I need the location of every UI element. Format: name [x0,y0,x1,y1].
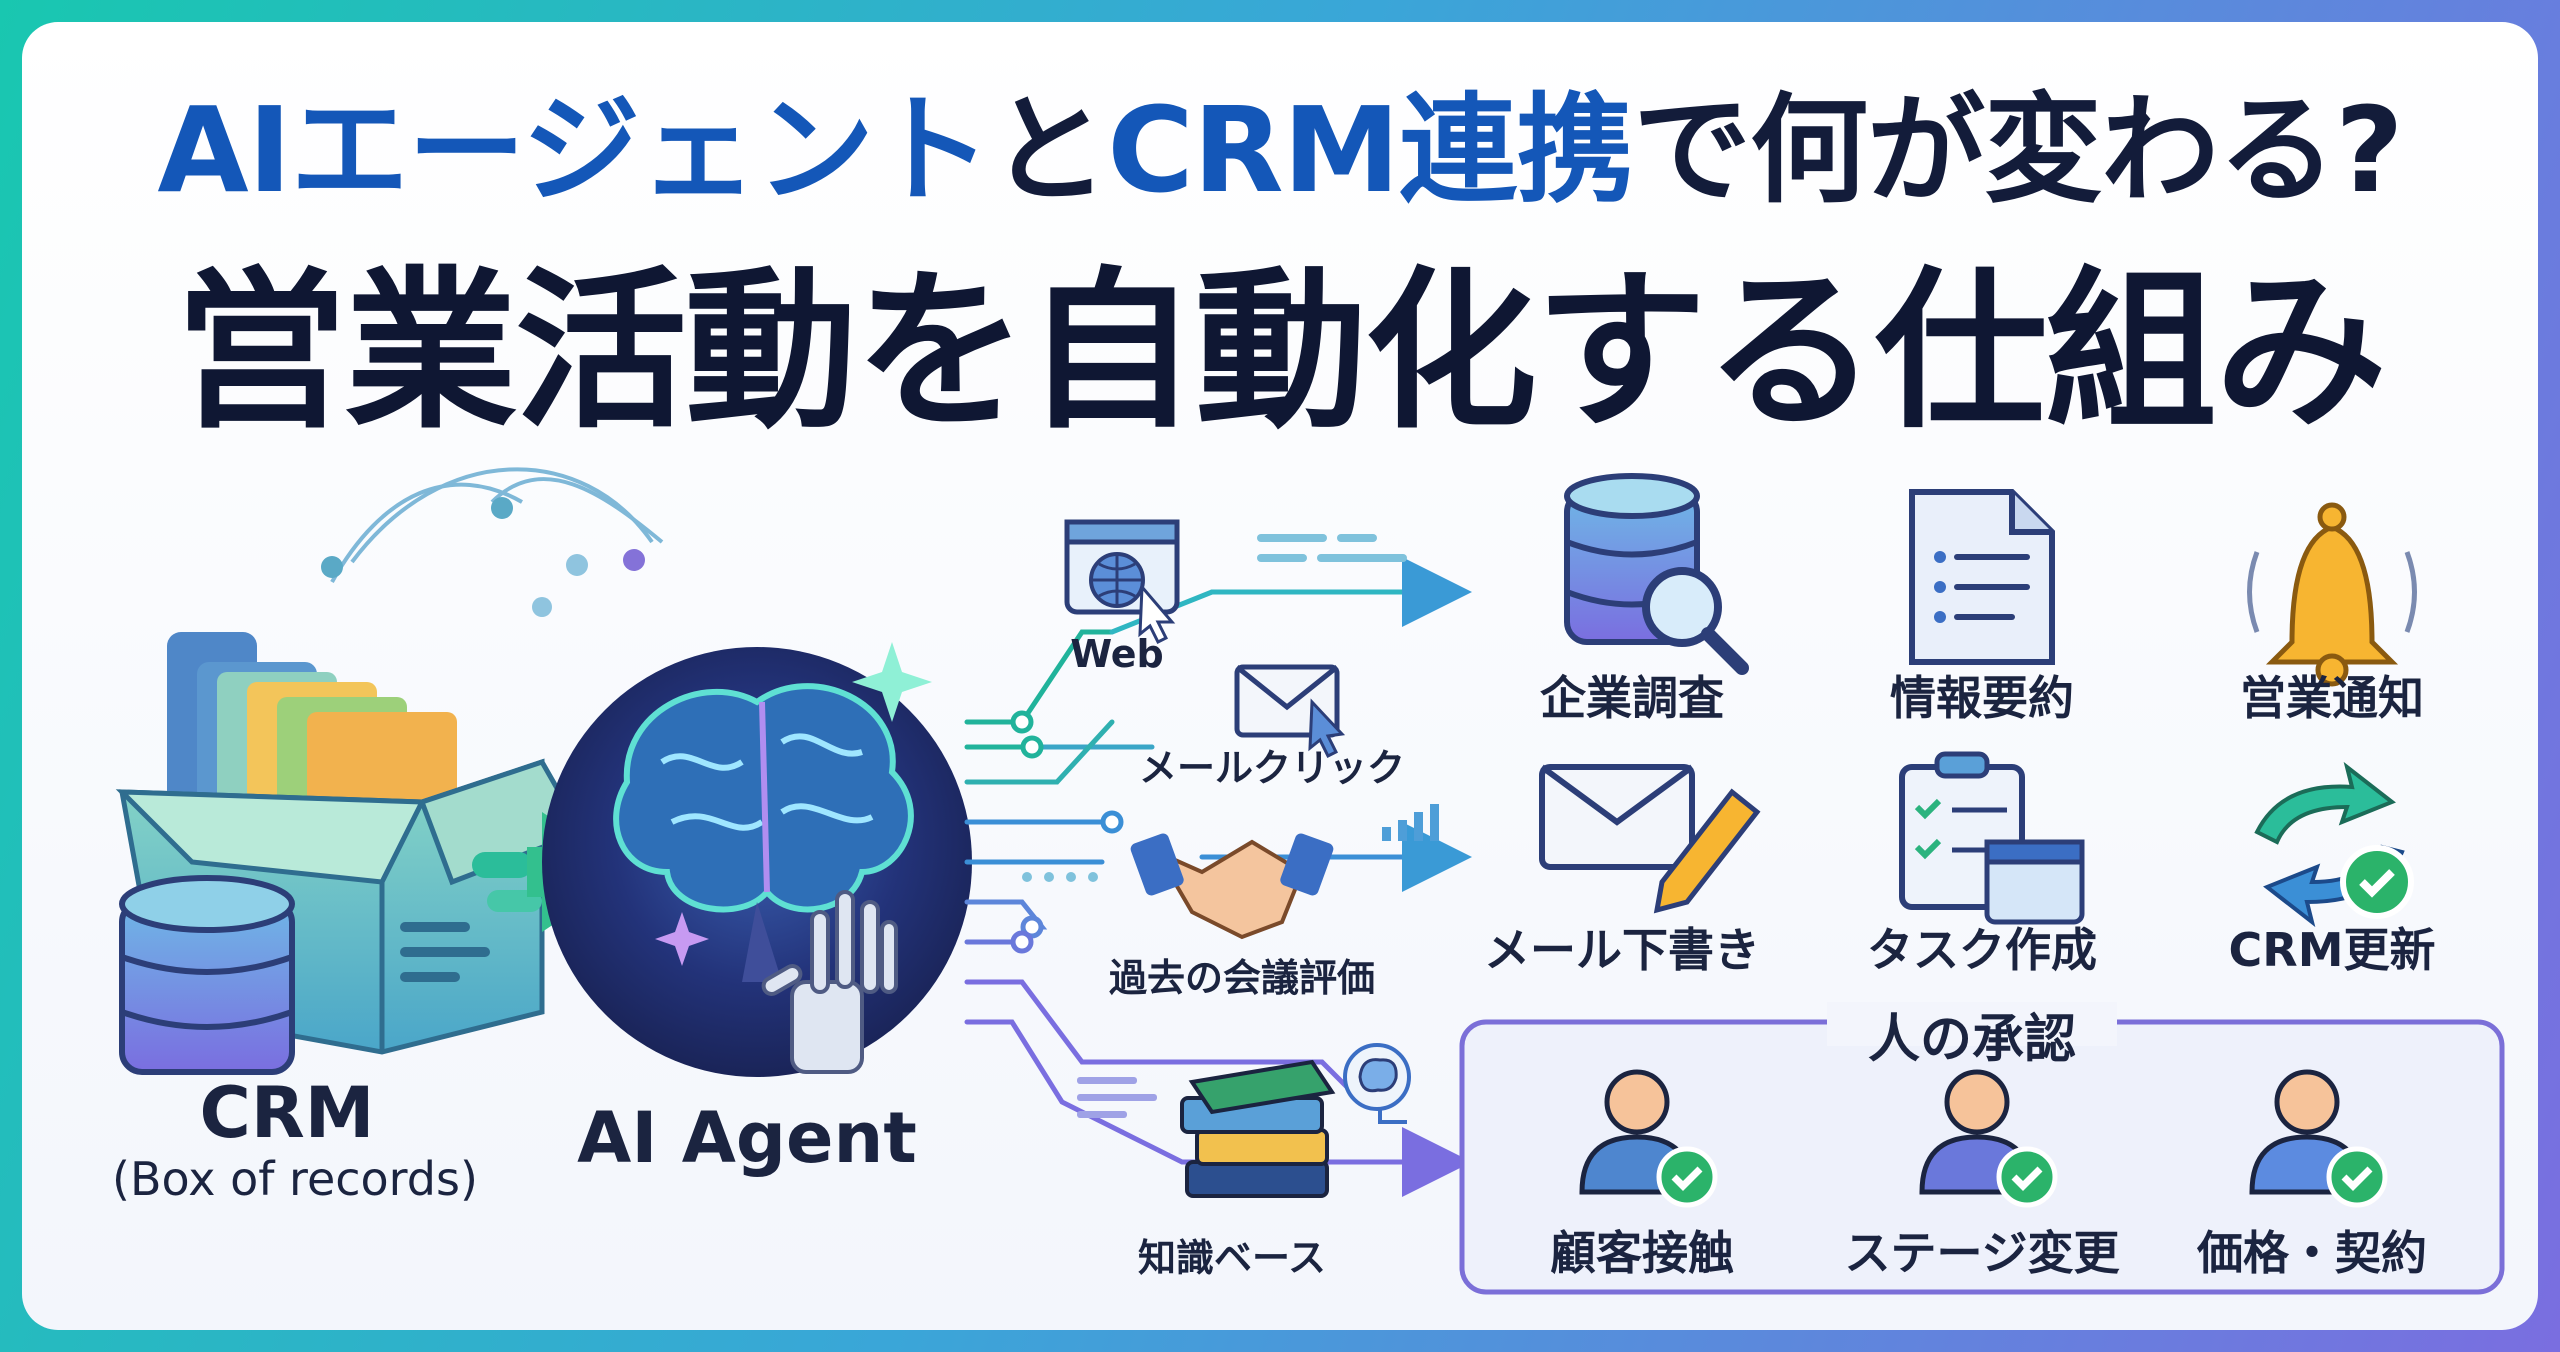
bell-icon [2247,502,2417,687]
crm-sub-label: (Box of records) [112,1152,478,1206]
crm-label: CRM [199,1072,375,1154]
action-label-task-create: タスク作成 [1867,923,2097,977]
subheadline: 営業活動を自動化する仕組み [175,251,2387,452]
headline-to: と [990,81,1108,219]
infographic-card: AIエージェントとCRM連携で何が変わる? 営業活動を自動化する仕組み [22,22,2538,1330]
headline-ai-agent: AIエージェント [157,81,991,219]
headline: AIエージェントとCRM連携で何が変わる? [22,80,2538,220]
approval-title: 人の承認 [1867,1010,2076,1070]
person-check-icon-1 [1579,1069,1718,1208]
checklist-calendar-icon [1899,751,2085,925]
diagram-art [115,467,2505,1295]
data-dashes [1022,534,1407,1118]
refresh-check-icon [2254,761,2414,928]
action-label-company-research: 企業調査 [1540,671,1724,725]
mail-pencil-icon [1539,764,1761,914]
action-label-summary: 情報要約 [1890,671,2074,725]
books-icon [1180,1059,1336,1198]
headline-crm: CRM連携 [1107,81,1634,219]
headline-question: で何が変わる? [1633,81,2403,219]
approval-label-customer-contact: 顧客接触 [1550,1226,1734,1280]
source-label-knowledge-base: 知識ベース [1137,1236,1327,1280]
action-label-email-draft: メール下書き [1484,923,1760,977]
connector-nodes [1010,710,1124,954]
database-icon [119,875,295,1075]
handshake-icon [1130,833,1334,940]
person-check-icon-2 [1919,1069,2058,1208]
approval-label-price-contract: 価格・契約 [2197,1226,2427,1280]
database-search-icon [1564,473,1749,675]
source-label-web: Web [1070,632,1164,676]
action-label-notification: 営業通知 [2240,671,2424,725]
ai-agent-orb-icon [542,642,972,1077]
document-icon [1909,489,2055,665]
network-nodes [321,497,645,617]
signal-bars-icon [1382,804,1439,841]
source-label-email-click: メールクリック [1138,746,1405,790]
globe-browser-icon [1064,519,1180,645]
ai-agent-label: AI Agent [577,1097,917,1179]
person-check-icon-3 [2249,1069,2388,1208]
network-arcs [330,467,664,583]
approval-label-stage-change: ステージ変更 [1844,1226,2120,1280]
source-label-past-meetings: 過去の会議評価 [1108,956,1375,1000]
brain-head-icon [1343,1043,1411,1124]
action-label-crm-update: CRM更新 [2228,923,2436,977]
envelope-cursor-icon [1234,664,1346,759]
